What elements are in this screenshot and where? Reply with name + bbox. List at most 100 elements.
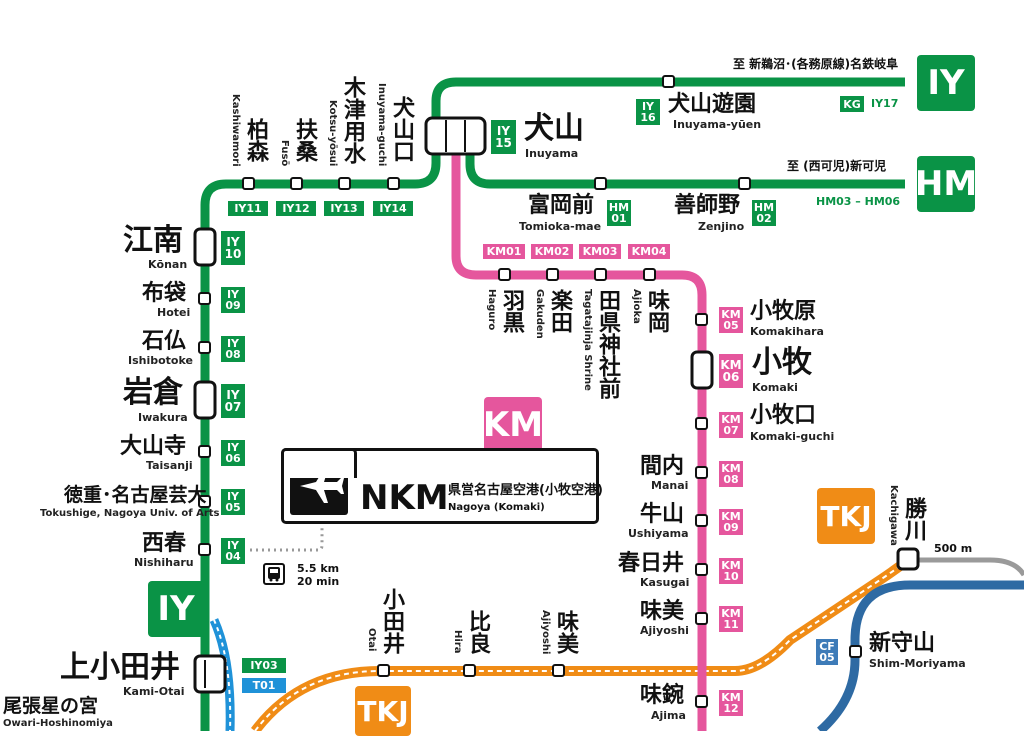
station-ajima: 味鋺 [640,683,685,708]
station-marker [643,268,656,281]
station-marker [594,268,607,281]
station-kachigawa: 勝川 [901,497,926,541]
station-taisanji-en: Taisanji [146,459,193,472]
station-marker [198,341,211,354]
station-marker [695,313,708,326]
station-fuso-en: Fusō [279,140,290,167]
station-inuyamaguchi-en: Inuyama-guchi [376,83,387,167]
station-ajiyoshi-tkj: 味美 [553,610,578,654]
station-tagatajinja-en: Tagatajinja Shrine [582,289,593,391]
station-ishibotoke: 石仏 [142,329,187,354]
station-owari-en: Owari-Hoshinomiya [3,718,113,729]
station-komakiguchi-en: Komaki-guchi [750,430,835,443]
line-badge-km: KM [483,397,543,453]
line-badge-iy-top: IY [917,55,975,111]
station-kasugai-en: Kasugai [640,576,690,589]
station-tomiokamae-en: Tomioka-mae [519,220,602,233]
station-marker [387,177,400,190]
direction-iy: 至 新鵜沼･(各務原線)名鉄岐阜 [733,57,899,71]
station-marker [198,543,211,556]
code-ajioka: KM04 [628,244,670,259]
station-marker-iwakura [193,380,217,420]
station-marker [242,177,255,190]
cf-line [816,580,1024,731]
station-ajiyoshi-tkj-en: Ajiyoshi [540,610,551,655]
airport-box-tab [281,448,357,478]
station-marker [849,645,862,658]
station-marker [552,664,565,677]
station-inuyama-en: Inuyama [525,147,579,160]
station-ajiyoshi-km: 味美 [640,599,685,624]
station-marker [662,75,675,88]
code-haguro: KM01 [483,244,525,259]
station-iwakura-en: Iwakura [138,411,188,424]
station-gakuden: 楽田 [547,289,572,333]
station-marker [463,664,476,677]
jr-line [908,557,1024,577]
direction-hm: 至 (西可児)新可児 [787,159,887,173]
km-line [451,140,707,731]
line-badge-iy-left: IY [148,581,204,637]
station-ishibotoke-en: Ishibotoke [128,354,193,367]
station-otai: 小田井 [379,588,404,654]
airport-name-jp: 県営名古屋空港(小牧空港) [448,483,603,498]
station-ushiyama-en: Ushiyama [628,527,689,540]
station-ajiyoshi-km-en: Ajiyoshi [640,624,689,637]
station-tokushige: 徳重･名古屋芸大 [64,484,207,506]
station-ajioka: 味岡 [644,289,669,333]
station-marker [198,495,211,508]
station-kamiotai-en: Kami-Otai [123,685,185,698]
station-shinmoriyama: 新守山 [869,631,936,656]
station-zenjino-en: Zenjino [698,220,745,233]
station-fuso: 扶桑 [292,118,317,162]
station-kashiwamori-en: Kashiwamori [230,94,241,167]
station-inuyama: 犬山 [524,111,584,146]
station-marker [695,563,708,576]
station-zenjino: 善師野 [674,193,741,218]
kg-code: KG [840,96,864,112]
station-marker [738,177,751,190]
station-marker-konan [193,227,217,267]
station-hotei-en: Hotei [157,306,191,319]
airport-box: NKM 県営名古屋空港(小牧空港) Nagoya (Komaki) [281,448,603,524]
station-marker [198,445,211,458]
station-komakihara-en: Komakihara [750,325,824,338]
code-kashiwamori: IY11 [228,201,268,216]
code-kamiotai-iy: IY03 [242,658,286,673]
station-marker-kamiotai [193,654,227,694]
station-kamiotai: 上小田井 [60,650,180,685]
line-badge-hm: HM [915,156,977,212]
code-inuyamaguchi: IY14 [373,201,413,216]
station-marker [338,177,351,190]
airport-access-path [250,525,324,552]
station-hotei: 布袋 [142,281,187,306]
code-fuso: IY12 [276,201,316,216]
station-marker [695,612,708,625]
station-inuyama-yuen: 犬山遊園 [668,92,757,117]
station-otai-en: Otai [366,628,377,652]
airport-name-en: Nagoya (Komaki) [448,502,545,513]
station-nishiharu-en: Nishiharu [134,556,194,569]
station-taisanji: 大山寺 [120,434,187,459]
station-kashiwamori: 柏森 [243,118,268,162]
station-marker [594,177,607,190]
station-marker [377,664,390,677]
station-komakiguchi: 小牧口 [750,403,817,428]
station-inuyamaguchi: 犬山口 [389,96,414,162]
station-gakuden-en: Gakuden [534,289,545,339]
bus-icon [263,563,285,585]
